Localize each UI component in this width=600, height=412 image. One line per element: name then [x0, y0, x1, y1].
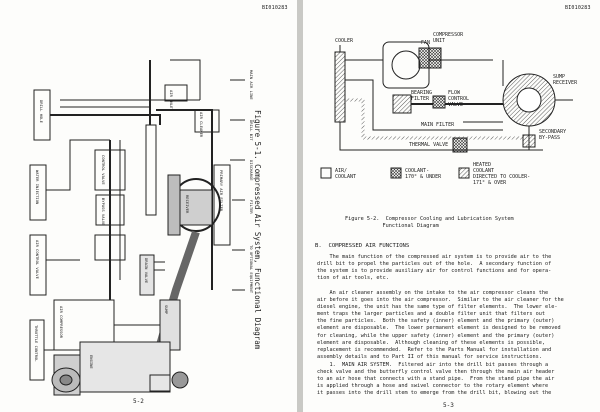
svg-text:RECEIVER: RECEIVER [185, 195, 190, 214]
paragraph: An air cleaner assembly on the intake to… [317, 290, 564, 360]
label-fan: FAN [421, 40, 430, 46]
figure-caption: Figure 5-2. Compressor Cooling and Lubri… [345, 216, 514, 230]
right-page: BI010283 [303, 0, 600, 412]
paragraph: 1. MAIN AIR SYSTEM. Filtered air into th… [317, 362, 555, 397]
svg-text:TO OPTIONAL EQUIPMENT: TO OPTIONAL EQUIPMENT [249, 245, 254, 294]
paragraph: The main function of the compressed air … [317, 254, 552, 282]
label-thermal-valve: THERMAL VALVE [409, 142, 448, 148]
svg-text:AIR CLEANER: AIR CLEANER [199, 112, 204, 138]
svg-text:AIR COMPRESSOR: AIR COMPRESSOR [59, 306, 64, 339]
svg-text:SUMP: SUMP [164, 305, 169, 315]
svg-text:PRIMARY AIR FILTER: PRIMARY AIR FILTER [219, 170, 224, 212]
svg-text:AIR INLET: AIR INLET [169, 90, 174, 111]
svg-text:THROTTLE CONTROL: THROTTLE CONTROL [34, 325, 39, 362]
svg-text:CONTROL VALVE: CONTROL VALVE [101, 155, 106, 185]
svg-text:DRAIN VALVE: DRAIN VALVE [144, 258, 149, 284]
figure-caption: Figure 5-1. Compressed Air System, Funct… [253, 110, 262, 350]
doc-id: BI010283 [565, 5, 591, 11]
legend-air-coolant: AIR/COOLANT [335, 168, 356, 180]
svg-text:FILTER: FILTER [249, 200, 254, 214]
page-gutter [297, 0, 303, 412]
svg-text:BYPASS VALVE: BYPASS VALVE [101, 198, 106, 226]
svg-text:MAIN AIR LINE: MAIN AIR LINE [249, 70, 254, 100]
page-number: 5-3 [443, 402, 454, 409]
svg-text:DRILL BIT: DRILL BIT [249, 120, 254, 141]
svg-text:ENGINE: ENGINE [89, 355, 94, 369]
svg-text:DISCHARGE: DISCHARGE [249, 160, 254, 181]
svg-text:AIR CONTROL VALVE: AIR CONTROL VALVE [35, 240, 40, 280]
label-cooler: COOLER [335, 38, 354, 44]
legend-coolant-under: COOLANT-170° & UNDER [405, 168, 442, 180]
label-main-filter: MAIN FILTER [421, 122, 455, 128]
compressed-air-system-diagram: DRILL HOLE WATER INJECTION AIR CONTROL V… [29, 59, 254, 396]
doc-id: BI010283 [262, 5, 288, 11]
svg-text:DRILL HOLE: DRILL HOLE [39, 100, 44, 124]
section-heading: B. COMPRESSED AIR FUNCTIONS [315, 243, 410, 249]
page-number: 5-2 [133, 398, 144, 405]
svg-text:WATER INJECTION: WATER INJECTION [35, 170, 40, 205]
left-page: BI010283 [0, 0, 297, 412]
